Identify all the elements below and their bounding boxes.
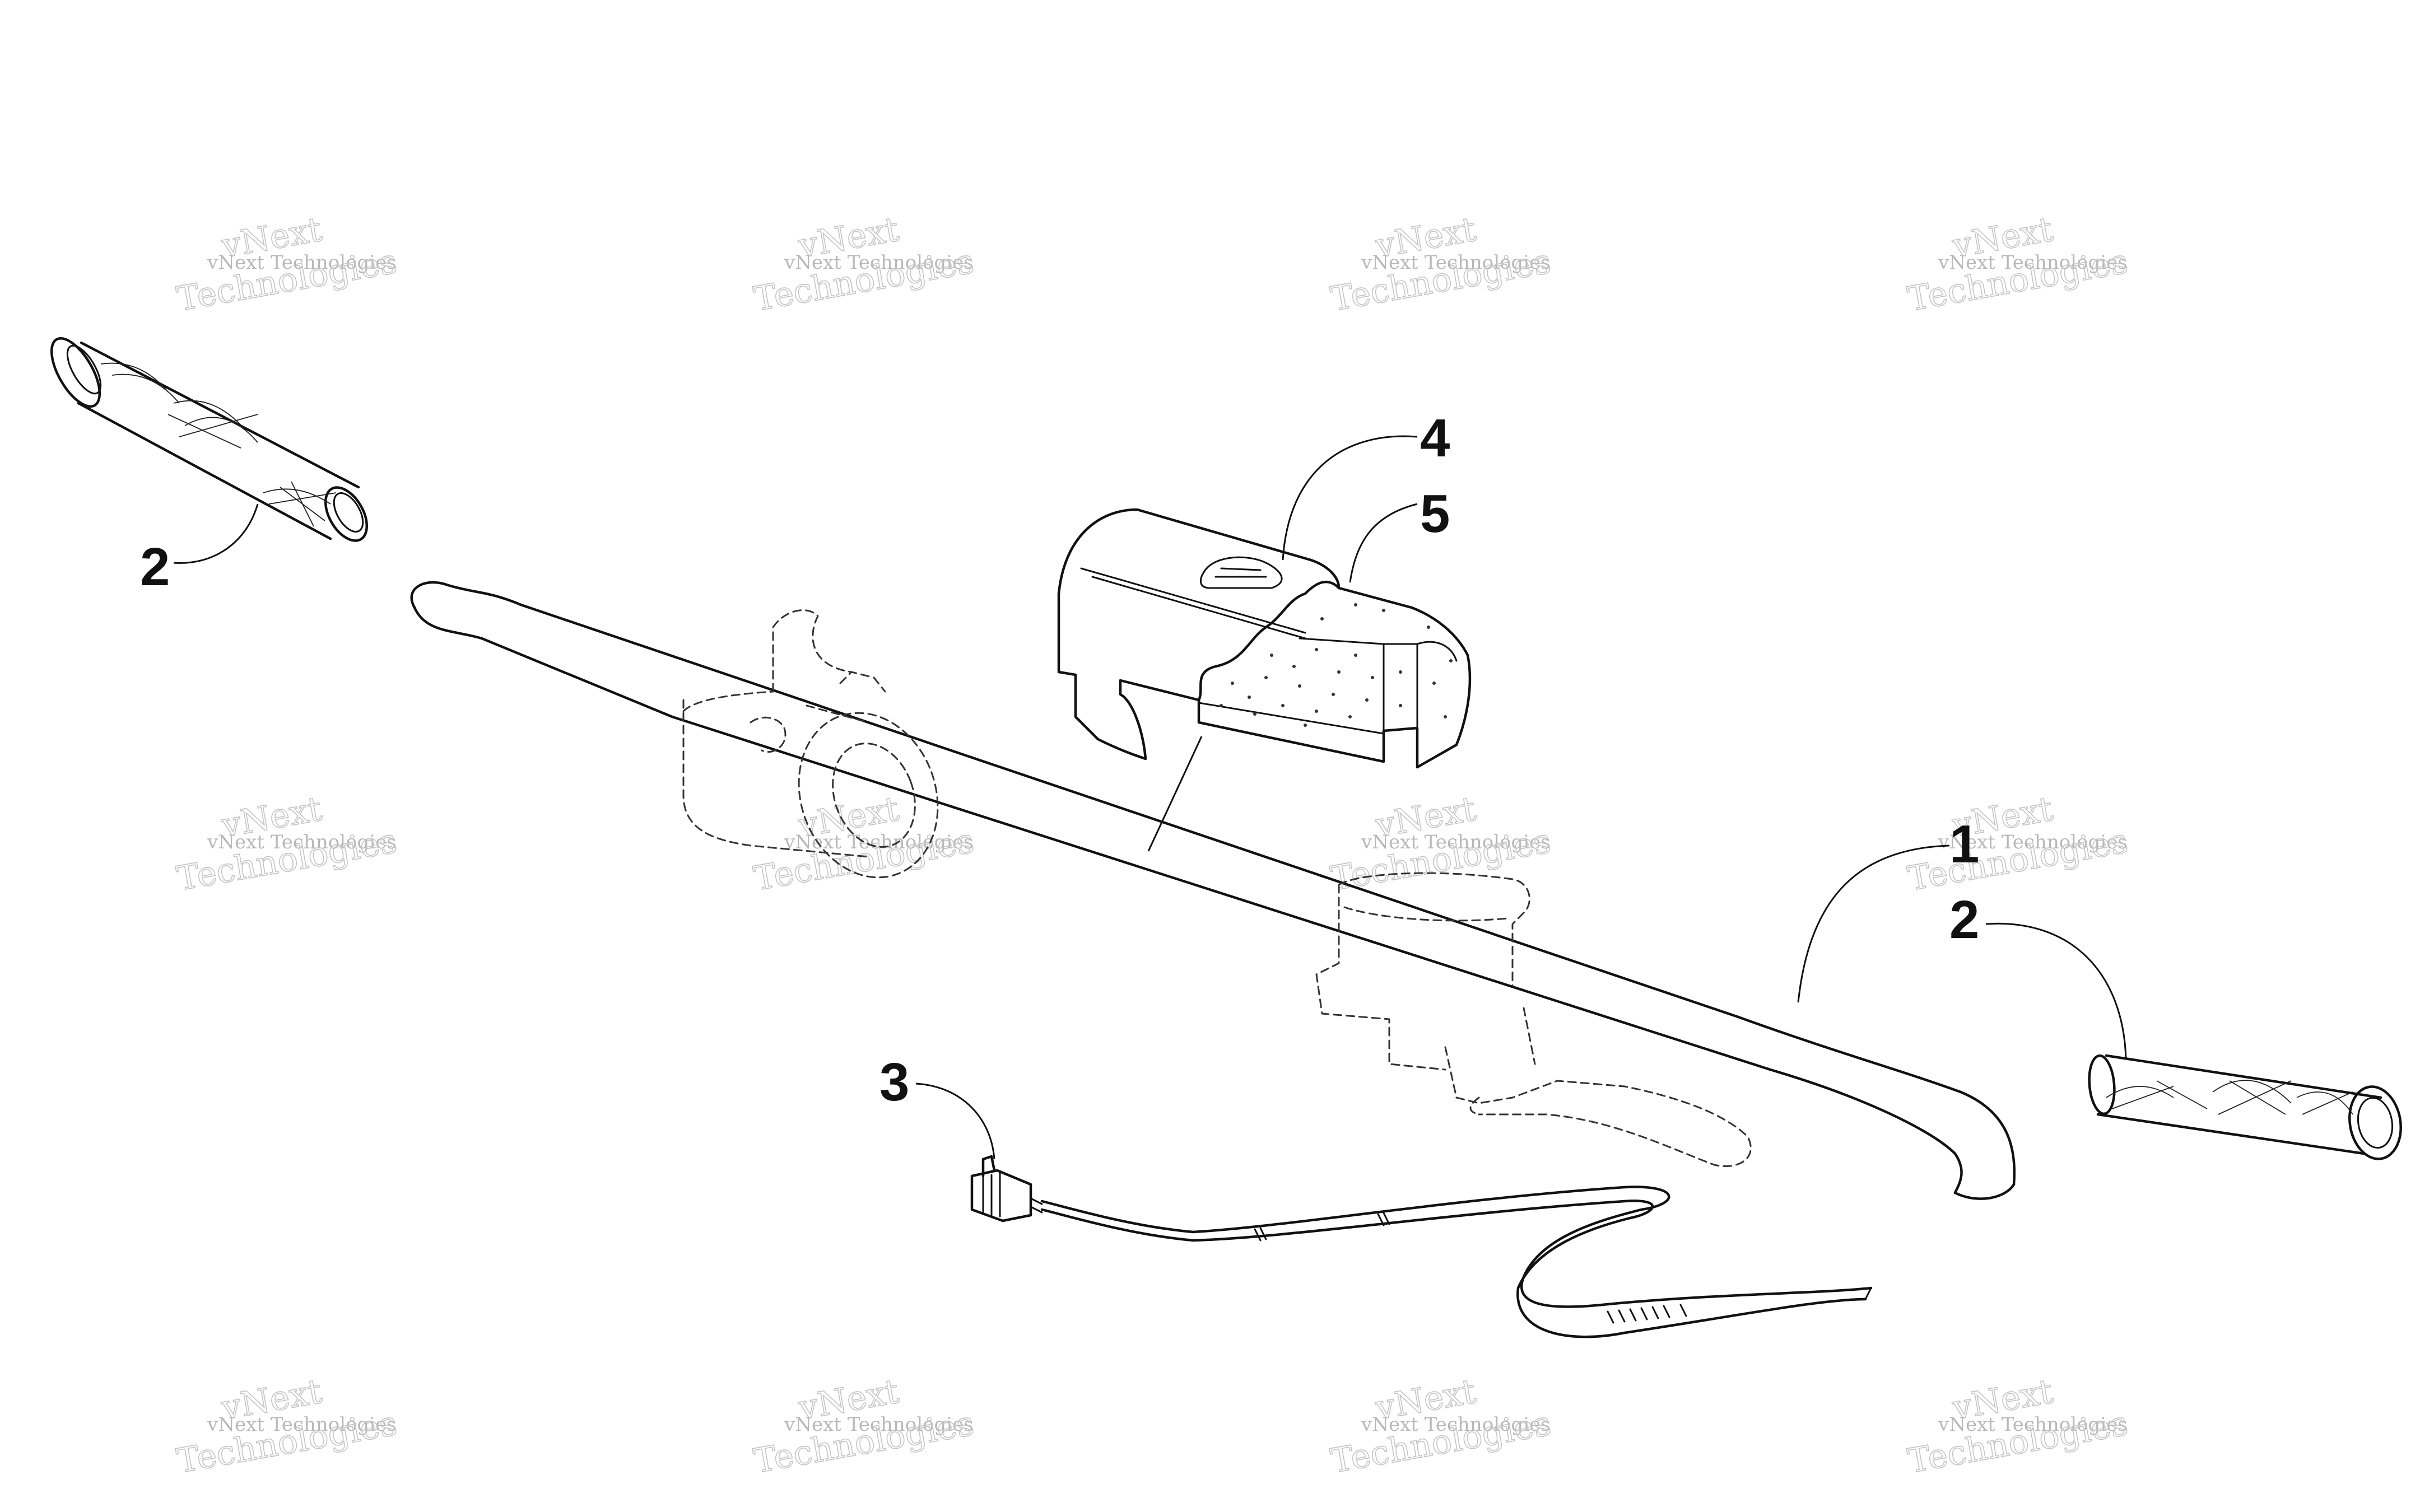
callout-4: 4: [1420, 408, 1450, 468]
foam-channel-top: [1416, 641, 1458, 662]
left-grip: [50, 337, 369, 542]
foam-seam: [1299, 637, 1385, 645]
right-grip-top-edge: [2105, 1054, 2382, 1099]
left-grip-end: [324, 486, 369, 542]
callout-1: 1: [1949, 814, 1979, 874]
pad-crease-2: [1091, 576, 1306, 640]
foam-cut-edge: [1197, 581, 1341, 702]
right-grip-flange: [2348, 1085, 2402, 1160]
harness-connector-latch: [981, 1155, 996, 1178]
leader-2-right: [1985, 922, 2127, 1059]
svg-text:vNext Technologies: vNext Technologies: [1361, 831, 1551, 853]
watermark: vNext Technologies Technologies vNext: [1905, 209, 2132, 320]
svg-text:vNext Technologies: vNext Technologies: [207, 251, 397, 274]
leader-lines: [173, 435, 2127, 1160]
svg-text:vNext Technologies: vNext Technologies: [1938, 251, 2128, 274]
callout-5: 5: [1420, 484, 1450, 544]
left-grip-bore: [333, 492, 364, 533]
svg-text:vNext Technologies: vNext Technologies: [784, 1413, 974, 1436]
foam-channel: [1383, 643, 1418, 732]
wiring-harness: [970, 1155, 1873, 1338]
leader-1: [1797, 844, 1950, 1003]
callout-3: 3: [879, 1052, 909, 1112]
callouts: 2 4 5 1 2 3: [140, 408, 1979, 1112]
foam-texture: [1220, 603, 1453, 727]
right-grip-texture: [2106, 1080, 2353, 1115]
handlebar-right-end: [1953, 1183, 2016, 1200]
handlebar-bottom-edge: [413, 606, 1963, 1194]
handlebar: [410, 581, 2016, 1200]
switch-housing-ghost: [682, 609, 939, 879]
svg-text:vNext Technologies: vNext Technologies: [207, 1413, 397, 1436]
foam-outline: [1197, 586, 1472, 769]
leader-3: [915, 1082, 995, 1160]
svg-text:vNext Technologies: vNext Technologies: [1361, 1413, 1551, 1436]
watermark: vNext Technologies Technologies vNext: [174, 789, 401, 899]
right-grip-bore: [2357, 1096, 2394, 1149]
handlebar-top-edge: [410, 581, 2016, 1186]
svg-text:vNext Technologies: vNext Technologies: [1361, 251, 1551, 274]
harness-connector-ribs: [982, 1172, 1001, 1217]
watermark: vNext Technologies Technologies vNext: [174, 209, 401, 320]
harness-wire-bottom: [1040, 1200, 1867, 1338]
leader-5: [1349, 503, 1418, 583]
svg-text:vNext Technologies: vNext Technologies: [1938, 1413, 2128, 1436]
harness-connector-pins: [1030, 1197, 1043, 1214]
harness-wire-ticks: [1254, 1212, 1687, 1324]
left-grip-texture: [100, 362, 337, 527]
pad-left-side: [1057, 592, 1200, 760]
svg-text:vNext Technologies: vNext Technologies: [784, 251, 974, 274]
harness-wire-top: [1040, 1186, 1873, 1308]
leader-4: [1282, 435, 1418, 561]
leader-2-left: [173, 503, 259, 564]
pad-logo: [1199, 556, 1283, 589]
foam-inner-edge: [1198, 702, 1385, 735]
watermark: vNext Technologies Technologies vNext: [751, 209, 978, 320]
watermark: vNext Technologies Technologies vNext: [174, 1371, 401, 1482]
pad-crease: [1080, 567, 1306, 634]
handlebar-pad: [1057, 508, 1472, 769]
callout-2-left: 2: [140, 537, 170, 597]
watermark: vNext Technologies Technologies vNext: [751, 789, 978, 899]
left-grip-top-edge: [80, 341, 360, 489]
svg-text:vNext Technologies: vNext Technologies: [784, 831, 974, 853]
right-grip: [2088, 1054, 2402, 1160]
right-grip-bottom-edge: [2096, 1113, 2366, 1155]
harness-connector: [970, 1169, 1032, 1222]
svg-text:vNext Technologies: vNext Technologies: [1938, 831, 2128, 853]
left-grip-flange: [50, 337, 101, 408]
right-grip-inner-end: [2088, 1054, 2116, 1116]
watermark: vNext Technologies Technologies vNext: [1905, 1371, 2132, 1482]
svg-text:vNext Technologies: vNext Technologies: [207, 831, 397, 853]
callout-2-right: 2: [1949, 890, 1979, 950]
watermark: vNext Technologies Technologies vNext: [751, 1371, 978, 1482]
left-grip-flange-inner: [66, 344, 102, 395]
brake-assembly-ghost: [1315, 872, 1752, 1168]
harness-wire-end: [1864, 1287, 1872, 1300]
leader-foam-to-bar: [1147, 736, 1203, 852]
watermark: vNext Technologies Technologies vNext: [1328, 209, 1555, 320]
left-grip-bottom-edge: [77, 402, 332, 540]
pad-top-edge: [1057, 508, 1341, 595]
watermark: vNext Technologies Technologies vNext: [1328, 1371, 1555, 1482]
watermark: vNext Technologies Technologies vNext: [1905, 789, 2132, 899]
